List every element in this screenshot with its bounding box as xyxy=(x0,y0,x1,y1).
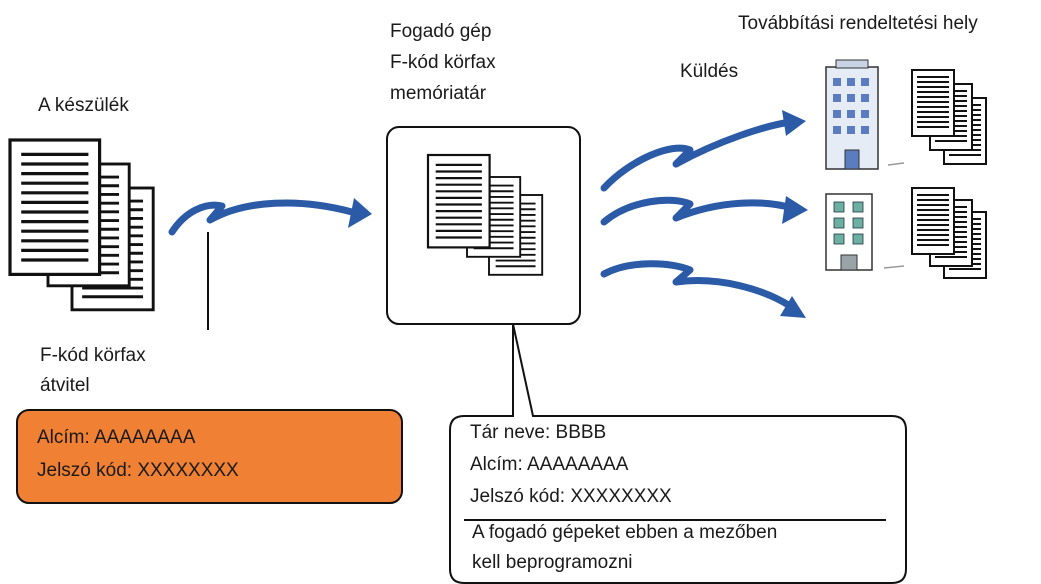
memory-box-subaddress: Alcím: AAAAAAAA xyxy=(470,454,629,475)
sender-label: A készülék xyxy=(38,95,129,116)
receiver-label-line2: F-kód körfax xyxy=(390,52,496,73)
small-building-icon xyxy=(825,193,873,271)
sender-document-stack-icon xyxy=(8,138,155,312)
receiver-label-line1: Fogadó gép xyxy=(390,21,492,42)
forward-arrow-3-icon xyxy=(600,260,806,318)
transmission-label-line1: F-kód körfax xyxy=(40,345,146,366)
office-building-icon xyxy=(825,59,879,170)
memory-box-note-line1: A fogadó gépeket ebben a mezőben xyxy=(472,522,778,543)
destination-label: Továbbítási rendeltetési hely xyxy=(738,13,978,34)
sender-subaddress: Alcím: AAAAAAAA xyxy=(37,427,196,448)
sender-settings-box xyxy=(16,409,403,504)
transmission-arrow-icon xyxy=(168,198,372,236)
destination-1-document-stack-icon xyxy=(887,69,987,166)
memory-box-name: Tár neve: BBBB xyxy=(470,422,607,443)
memory-box-password: Jelszó kód: XXXXXXXX xyxy=(470,486,672,507)
transmission-label-line2: átvitel xyxy=(40,375,90,396)
forward-arrow-1-icon xyxy=(600,110,806,192)
sender-password: Jelszó kód: XXXXXXXX xyxy=(37,460,239,481)
destination-2-document-stack-icon xyxy=(883,187,987,279)
send-label: Küldés xyxy=(680,61,739,82)
receiver-label-line3: memóriatár xyxy=(390,83,487,104)
forward-arrow-2-icon xyxy=(600,196,808,226)
memory-box-callout xyxy=(449,323,907,584)
memory-box-note-line2: kell beprogramozni xyxy=(472,552,633,573)
